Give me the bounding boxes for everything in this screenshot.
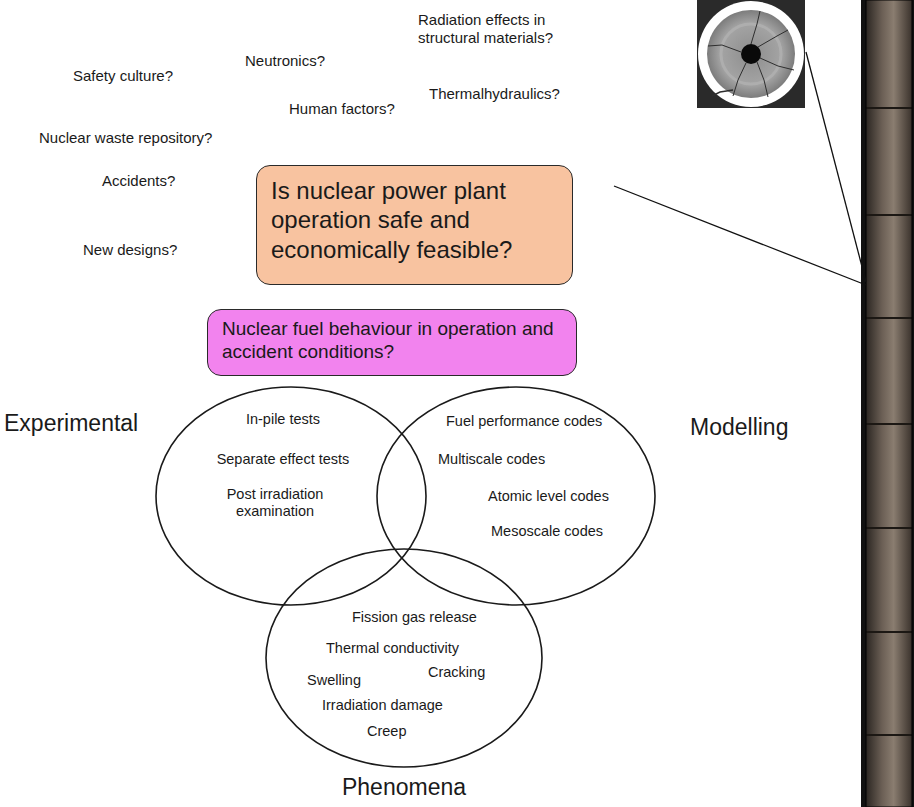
zoom-lines xyxy=(614,52,866,285)
fuel-rod xyxy=(861,0,914,807)
circle-item: Fission gas release xyxy=(352,609,477,626)
circle-item: Fuel performance codes xyxy=(446,413,602,430)
circle-item: Atomic level codes xyxy=(488,488,609,505)
circle-item: In-pile tests xyxy=(246,411,320,428)
topic-question: New designs? xyxy=(83,241,177,259)
topic-question: Accidents? xyxy=(102,172,175,190)
topic-question: Safety culture? xyxy=(73,67,173,85)
box-text: Is nuclear power plant operation safe an… xyxy=(271,176,558,264)
circle-item: Multiscale codes xyxy=(438,451,545,468)
topic-question: Thermalhydraulics? xyxy=(429,85,560,103)
pellet-cross-section xyxy=(697,0,805,108)
circle-item: Thermal conductivity xyxy=(326,640,459,657)
modelling-circle: ModellingFuel performance codesMultiscal… xyxy=(376,386,656,606)
circle-heading: Experimental xyxy=(4,410,138,438)
circle-item: Swelling xyxy=(307,672,361,689)
circle-item: Cracking xyxy=(428,664,485,681)
question-box: Is nuclear power plant operation safe an… xyxy=(256,165,573,285)
circle-heading: Modelling xyxy=(690,414,788,442)
circle-item: Post irradiation examination xyxy=(205,486,345,521)
topic-question: Human factors? xyxy=(289,100,395,118)
circle-item: Separate effect tests xyxy=(217,451,350,468)
circle-heading: Phenomena xyxy=(342,774,466,802)
circle-item: Irradiation damage xyxy=(322,697,443,714)
focus-box: Nuclear fuel behaviour in operation and … xyxy=(207,309,577,376)
experimental-circle: ExperimentalIn-pile testsSeparate effect… xyxy=(155,386,427,606)
topic-question: Nuclear waste repository? xyxy=(39,129,212,147)
circle-item: Creep xyxy=(367,723,407,740)
topic-question: Radiation effects in structural material… xyxy=(418,11,598,47)
phenomena-circle: PhenomenaFission gas releaseThermal cond… xyxy=(265,548,543,768)
box-text: Nuclear fuel behaviour in operation and … xyxy=(222,317,562,363)
topic-question: Neutronics? xyxy=(245,52,325,70)
circle-item: Mesoscale codes xyxy=(491,523,603,540)
